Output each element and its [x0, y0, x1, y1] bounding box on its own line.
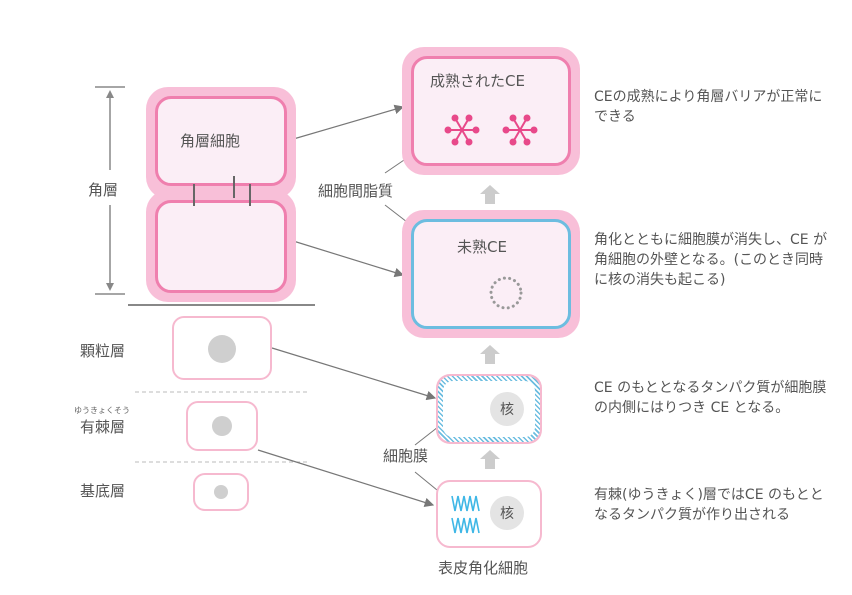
up-arrow-icon [480, 345, 500, 364]
arrow-corneocyte-to-mature [289, 104, 405, 141]
arrow-spinous-to-keratinocyte [257, 449, 435, 508]
layer-label-basal: 基底層 [80, 482, 126, 500]
up-arrow-icon [480, 450, 500, 469]
nucleus-icon: 核 [490, 496, 524, 530]
spinous-ruby: ゆうきょくそう [74, 406, 130, 415]
ce-star-icon [444, 114, 480, 146]
nucleus-icon [208, 335, 236, 363]
intercellular-lipid-label: 細胞間脂質 [318, 182, 394, 200]
stratum-corneum-bracket [95, 86, 125, 295]
fading-nucleus-icon [489, 276, 523, 310]
up-arrow-icon [480, 185, 500, 204]
nucleus-icon [214, 485, 228, 499]
lipid-pointer [384, 204, 408, 223]
layer-label-spinous: 有棘層 [80, 418, 126, 436]
corneocyte-lower [155, 200, 287, 293]
mature-ce-cell [411, 56, 571, 166]
desmosome [233, 176, 235, 198]
description-mature-ce: CEの成熟により角層バリアが正常にできる [594, 89, 823, 125]
keratinocyte-cell: 核 [436, 480, 542, 548]
basal-cell [193, 473, 249, 511]
description-immature-ce: 角化とともに細胞膜が消失し、CE が角細胞の外壁となる。(このとき同時に核の消失… [594, 232, 828, 288]
desmosome [193, 184, 195, 206]
cell-membrane-label: 細胞膜 [383, 447, 429, 465]
granular-cell [172, 316, 272, 380]
description-spinous: 有棘(ゆうきょく)層ではCE のもととなるタンパク質が作り出される [594, 487, 824, 523]
nucleus-icon: 核 [490, 392, 524, 426]
description-ce-forming: CE のもととなるタンパク質が細胞膜の内側にはりつき CE となる。 [594, 380, 827, 416]
layer-label-granular: 顆粒層 [80, 342, 126, 360]
desmosome [249, 184, 251, 206]
spinous-cell [186, 401, 258, 451]
keratinocyte-label: 表皮角化細胞 [438, 559, 529, 577]
membrane-pointer [414, 471, 438, 491]
corneocyte-label: 角層細胞 [180, 132, 241, 150]
corneocyte-upper [155, 96, 287, 186]
nucleus-icon [212, 416, 232, 436]
arrow-lower-to-immature [289, 239, 405, 278]
nucleus-label: 核 [500, 402, 514, 418]
immature-ce-cell [411, 219, 571, 329]
arrow-granular-to-ce [271, 347, 437, 401]
ce-star-icon [502, 114, 538, 146]
layer-label-stratum-corneum: 角層 [88, 181, 119, 199]
mature-ce-label: 成熟されたCE [430, 72, 525, 90]
nucleus-label: 核 [500, 506, 514, 522]
ce-protein-icon [451, 495, 480, 534]
membrane-pointer [414, 426, 439, 446]
immature-ce-label: 未熟CE [457, 238, 507, 256]
